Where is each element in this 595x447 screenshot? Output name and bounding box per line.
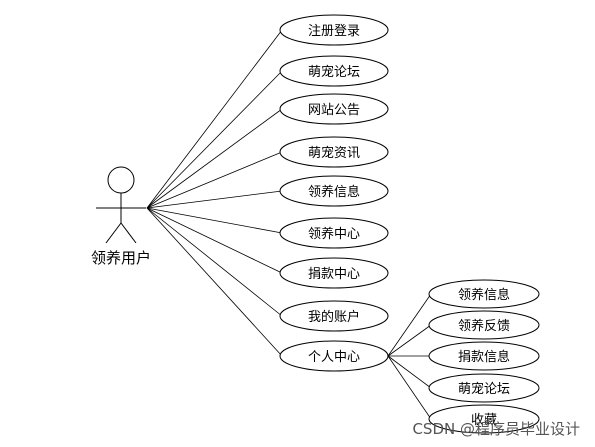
association-lines — [146, 29, 432, 420]
use-case-ellipse-uc4 — [279, 136, 389, 168]
use-case-ellipse-uc8 — [279, 300, 389, 332]
association-line-uc8 — [146, 207, 283, 317]
use-case-label-uc7: 捐款中心 — [308, 267, 360, 282]
association-line-uc9 — [146, 207, 283, 357]
association-line-uc5 — [146, 190, 283, 209]
use-case-ellipse-uc7 — [279, 257, 389, 289]
use-case-label-uc9: 个人中心 — [308, 350, 360, 365]
actor-label: 领养用户 — [91, 249, 151, 267]
use-case-label-uc1: 注册登录 — [308, 24, 360, 39]
association-line-uc4 — [146, 151, 283, 209]
use-case-label-uc4: 萌宠资讯 — [308, 145, 360, 161]
use-case-label-uc2: 萌宠论坛 — [308, 64, 360, 80]
use-case-ellipse-uc5 — [279, 175, 389, 207]
sub-use-case-label-sub5: 收藏 — [471, 413, 497, 428]
sub-association-line-sub4 — [387, 355, 432, 389]
use-case-ellipse-uc6 — [279, 217, 389, 249]
use-case-ellipse-uc1 — [279, 14, 389, 46]
use-case-label-uc8: 我的账户 — [308, 309, 360, 325]
sub-association-line-sub1 — [387, 293, 432, 357]
sub-association-line-sub2 — [387, 324, 432, 357]
actor-head — [107, 166, 135, 194]
use-case-ellipse-uc3 — [279, 93, 389, 125]
use-case-ellipse-uc9 — [279, 340, 389, 372]
use-case-label-uc5: 领养信息 — [308, 184, 360, 200]
sub-use-case-label-sub3: 捐款信息 — [458, 349, 510, 365]
sub-use-case-ellipse-sub1 — [428, 279, 540, 309]
sub-use-case-ellipse-sub2 — [428, 310, 540, 340]
association-line-uc6 — [146, 207, 283, 234]
sub-use-case-ellipse-sub4 — [428, 373, 540, 403]
sub-use-case-label-sub4: 萌宠论坛 — [458, 381, 510, 397]
actor-leg-right — [120, 222, 137, 244]
actor-leg-left — [105, 222, 122, 244]
sub-use-case-label-sub1: 领养信息 — [458, 287, 510, 303]
association-line-uc1 — [146, 29, 283, 209]
association-line-uc7 — [146, 207, 283, 274]
use-case-ellipse-uc2 — [279, 55, 389, 87]
association-line-uc2 — [146, 70, 283, 209]
sub-association-line-sub5 — [387, 355, 432, 420]
use-case-label-uc3: 网站公告 — [308, 103, 360, 118]
association-line-uc3 — [146, 108, 283, 209]
sub-use-case-ellipse-sub5 — [428, 404, 540, 434]
watermark: CSDN @程序员毕业设计 — [412, 420, 580, 438]
use-case-label-uc6: 领养中心 — [308, 226, 360, 242]
sub-use-case-label-sub2: 领养反馈 — [458, 318, 510, 334]
actor-figure — [96, 166, 146, 244]
sub-use-case-ellipse-sub3 — [428, 341, 540, 371]
